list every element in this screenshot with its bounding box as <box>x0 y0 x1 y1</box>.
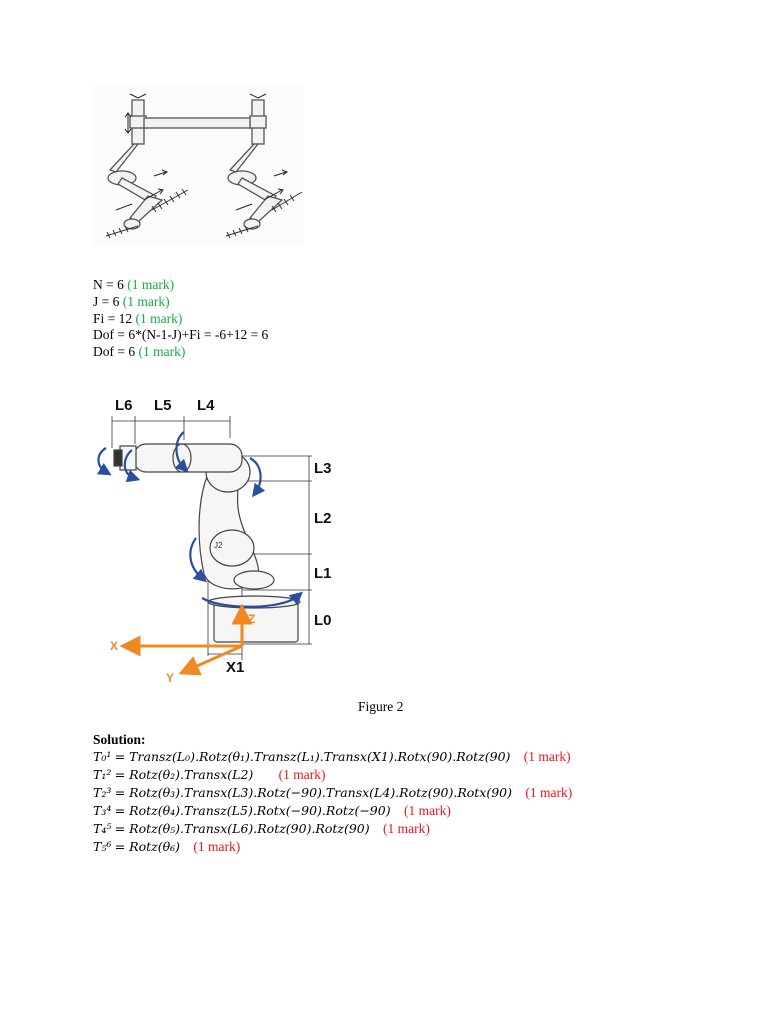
label-l6: L6 <box>115 397 133 414</box>
dof-line-j: J = 6 (1 mark) <box>93 294 170 311</box>
mark-label: (1 mark) <box>523 749 571 764</box>
label-l2: L2 <box>314 510 332 527</box>
label-l5: L5 <box>154 397 172 414</box>
transform-lhs: T₃⁴ <box>93 803 112 818</box>
dof-formula-text: Dof = 6*(N-1-J)+Fi = -6+12 = 6 <box>93 327 269 342</box>
dof-fi-text: Fi = 12 <box>93 311 136 326</box>
transform-lhs: T₂³ <box>93 785 112 800</box>
transform-rhs: = Rotz(θ₃).Transx(L3).Rotz(−90).Transx(L… <box>114 785 513 800</box>
dof-n-text: N = 6 <box>93 277 128 292</box>
dof-line-formula: Dof = 6*(N-1-J)+Fi = -6+12 = 6 <box>93 327 268 344</box>
transform-lhs: T₁² <box>93 767 112 782</box>
mark-label: (1 mark) <box>525 785 573 800</box>
transform-rhs: = Rotz(θ₅).Transx(L6).Rotz(90).Rotz(90) <box>114 821 370 836</box>
mark-label: (1 mark) <box>383 821 430 836</box>
transform-rhs: = Rotz(θ₆) <box>114 839 181 854</box>
mark-label: (1 mark) <box>138 344 186 359</box>
label-j2: J2 <box>214 541 223 550</box>
label-l1: L1 <box>314 565 332 582</box>
figure-caption: Figure 2 <box>358 699 404 714</box>
transform-rhs: = Rotz(θ₄).Transz(L5).Rotx(−90).Rotz(−90… <box>114 803 391 818</box>
transform-row: T₃⁴ = Rotz(θ₄).Transz(L5).Rotx(−90).Rotz… <box>93 803 451 820</box>
mark-label: (1 mark) <box>193 839 241 854</box>
mark-label: (1 mark) <box>403 803 451 818</box>
transform-row: T₁² = Rotz(θ₂).Transx(L2) (1 mark) <box>93 767 326 784</box>
dof-line-n: N = 6 (1 mark) <box>93 277 174 294</box>
transform-lhs: T₄⁵ <box>93 821 112 836</box>
label-l4: L4 <box>197 397 215 414</box>
axis-x-label: X <box>110 639 118 653</box>
transform-rhs: = Transz(L₀).Rotz(θ₁).Transz(L₁).Transx(… <box>114 749 511 764</box>
mark-label: (1 mark) <box>135 311 183 326</box>
dof-line-result: Dof = 6 (1 mark) <box>93 344 185 361</box>
mark-label: (1 mark) <box>278 767 326 782</box>
transform-row: T₄⁵ = Rotz(θ₅).Transx(L6).Rotz(90).Rotz(… <box>93 821 430 838</box>
label-l0: L0 <box>314 612 332 629</box>
dof-result-text: Dof = 6 <box>93 344 139 359</box>
robot-arm-figure: L6 L5 L4 L3 L2 L1 L0 X1 J2 <box>96 397 332 685</box>
dimension-labels: L6 L5 L4 L3 L2 L1 L0 X1 <box>115 397 332 676</box>
label-x1: X1 <box>226 659 244 676</box>
axis-y-label: Y <box>166 671 174 685</box>
label-l3: L3 <box>314 460 332 477</box>
axis-z-label: Z <box>248 612 255 626</box>
transform-lhs: T₀¹ <box>93 749 112 764</box>
mark-label: (1 mark) <box>127 277 175 292</box>
transform-row: T₅⁶ = Rotz(θ₆) (1 mark) <box>93 839 240 856</box>
mark-label: (1 mark) <box>122 294 170 309</box>
dof-line-fi: Fi = 12 (1 mark) <box>93 311 182 328</box>
transform-lhs: T₅⁶ <box>93 839 112 854</box>
solution-heading: Solution: <box>93 732 146 747</box>
transform-row: T₀¹ = Transz(L₀).Rotz(θ₁).Transz(L₁).Tra… <box>93 749 571 766</box>
transform-row: T₂³ = Rotz(θ₃).Transx(L3).Rotz(−90).Tran… <box>93 785 572 802</box>
mechanism-figure <box>92 86 304 246</box>
transform-rhs: = Rotz(θ₂).Transx(L2) <box>114 767 254 782</box>
dof-j-text: J = 6 <box>93 294 123 309</box>
